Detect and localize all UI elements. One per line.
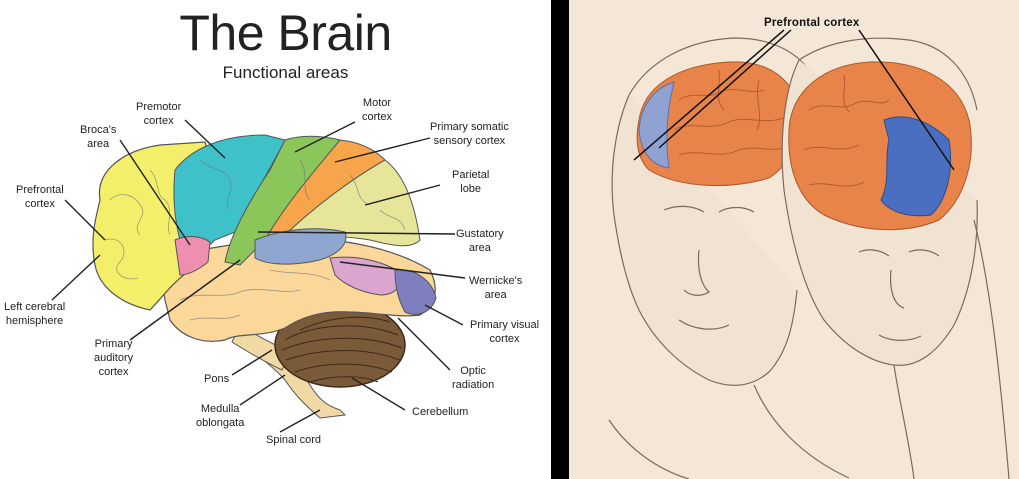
brocas-area [174, 236, 211, 276]
primary-visual-cortex [394, 269, 437, 315]
label-gustatory-area: Gustatory area [456, 228, 504, 254]
leader-lines [51, 119, 466, 433]
label-prefrontal-cortex: Prefrontal cortex [16, 184, 64, 210]
label-wernickes-area: Wernicke's area [469, 275, 523, 301]
label-primary-auditory-cortex: Primary auditory cortex [94, 338, 134, 378]
parietal-lobe [278, 159, 421, 247]
panel-divider [551, 0, 569, 479]
diagram-title: The Brain [179, 5, 392, 61]
two-heads-illustration [608, 29, 1010, 479]
label-medulla-oblongata: Medulla oblongata [196, 403, 245, 429]
label-parietal-lobe: Parietal lobe [452, 169, 490, 195]
label-primary-visual-cortex: Primary visual cortex [470, 319, 540, 345]
label-cerebellum: Cerebellum [412, 406, 469, 418]
label-spinal-cord: Spinal cord [266, 434, 322, 446]
left-prefrontal-blue [638, 81, 675, 169]
label-optic-radiation: Optic radiation [452, 365, 495, 391]
primary-auditory-cortex [254, 228, 347, 265]
label-premotor-cortex: Premotor cortex [136, 101, 182, 127]
diagram-subtitle: Functional areas [222, 63, 349, 82]
label-primary-somatic-sensory-cortex: Primary somatic sensory cortex [430, 121, 509, 147]
right-prefrontal-blue [880, 116, 952, 217]
brain-functional-areas-panel: The Brain Functional areas [0, 0, 551, 479]
prefrontal-illustration-panel: Prefrontal cortex [569, 0, 1019, 479]
brain-illustration [51, 119, 466, 433]
label-left-cerebral-hemisphere: Left cerebral hemisphere [4, 301, 66, 327]
prefrontal-leader-lines [633, 29, 955, 171]
label-prefrontal-cortex-illustration: Prefrontal cortex [764, 17, 860, 29]
label-pons: Pons [204, 373, 230, 385]
label-brocas-area: Broca's area [80, 124, 117, 150]
label-motor-cortex: Motor cortex [362, 97, 392, 123]
